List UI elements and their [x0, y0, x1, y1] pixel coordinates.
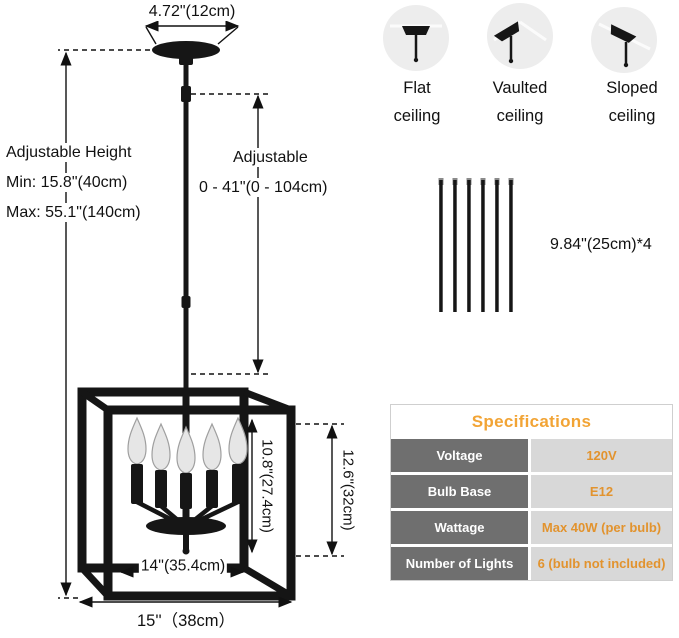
spec-row-value: 120V — [531, 439, 672, 472]
inner-height-label: 10.8"(27.4cm) — [258, 437, 276, 535]
adjustable-height-min: Min: 15.8"(40cm) — [4, 173, 130, 193]
spec-row-value: E12 — [531, 475, 672, 508]
overall-fixture-height-dimension — [296, 423, 344, 557]
sloped-ceiling-label: Sloped ceiling — [606, 79, 658, 125]
spec-row-value: Max 40W (per bulb) — [531, 511, 672, 544]
spec-row-value: 6 (bulb not included) — [531, 547, 672, 580]
flat-ceiling-label: Flat ceiling — [393, 79, 441, 125]
sloped-ceiling-icon — [591, 7, 657, 73]
rod-adjust-dimension — [191, 93, 268, 375]
rods-length-label: 9.84"(25cm)*4 — [548, 235, 654, 255]
vaulted-ceiling-icon — [487, 3, 553, 69]
spec-row-label: Wattage — [391, 511, 528, 544]
canopy-width-label: 4.72"(12cm) — [146, 2, 238, 22]
canopy-width-dimension — [144, 20, 240, 45]
spec-row-label: Bulb Base — [391, 475, 528, 508]
adjustable-height-max: Max: 55.1"(140cm) — [4, 203, 143, 223]
overall-width-label: 15''（38cm） — [134, 612, 238, 632]
adjustable-height-title: Adjustable Height — [4, 143, 134, 163]
flat-ceiling-icon — [383, 5, 449, 71]
rod-adjustable-label: Adjustable — [231, 148, 310, 168]
specifications-table: Specifications Voltage 120V Bulb Base E1… — [390, 404, 673, 581]
specifications-title: Specifications — [471, 412, 592, 431]
downrod — [181, 60, 191, 394]
specifications-rows: Voltage 120V Bulb Base E12 Wattage Max 4… — [391, 439, 672, 580]
rod-adjustable-range: 0 - 41"(0 - 104cm) — [197, 178, 330, 198]
vaulted-ceiling-label: Vaulted ceiling — [492, 79, 548, 125]
spec-row-label: Number of Lights — [391, 547, 528, 580]
candle-bulbs — [127, 396, 248, 555]
overall-height-label: 12.6"(32cm) — [339, 447, 357, 533]
fixture-frame-front — [103, 405, 296, 601]
spec-row-label: Voltage — [391, 439, 528, 472]
inner-width-label: 14''(35.4cm) — [138, 557, 228, 577]
extension-rods-icon — [438, 178, 514, 312]
